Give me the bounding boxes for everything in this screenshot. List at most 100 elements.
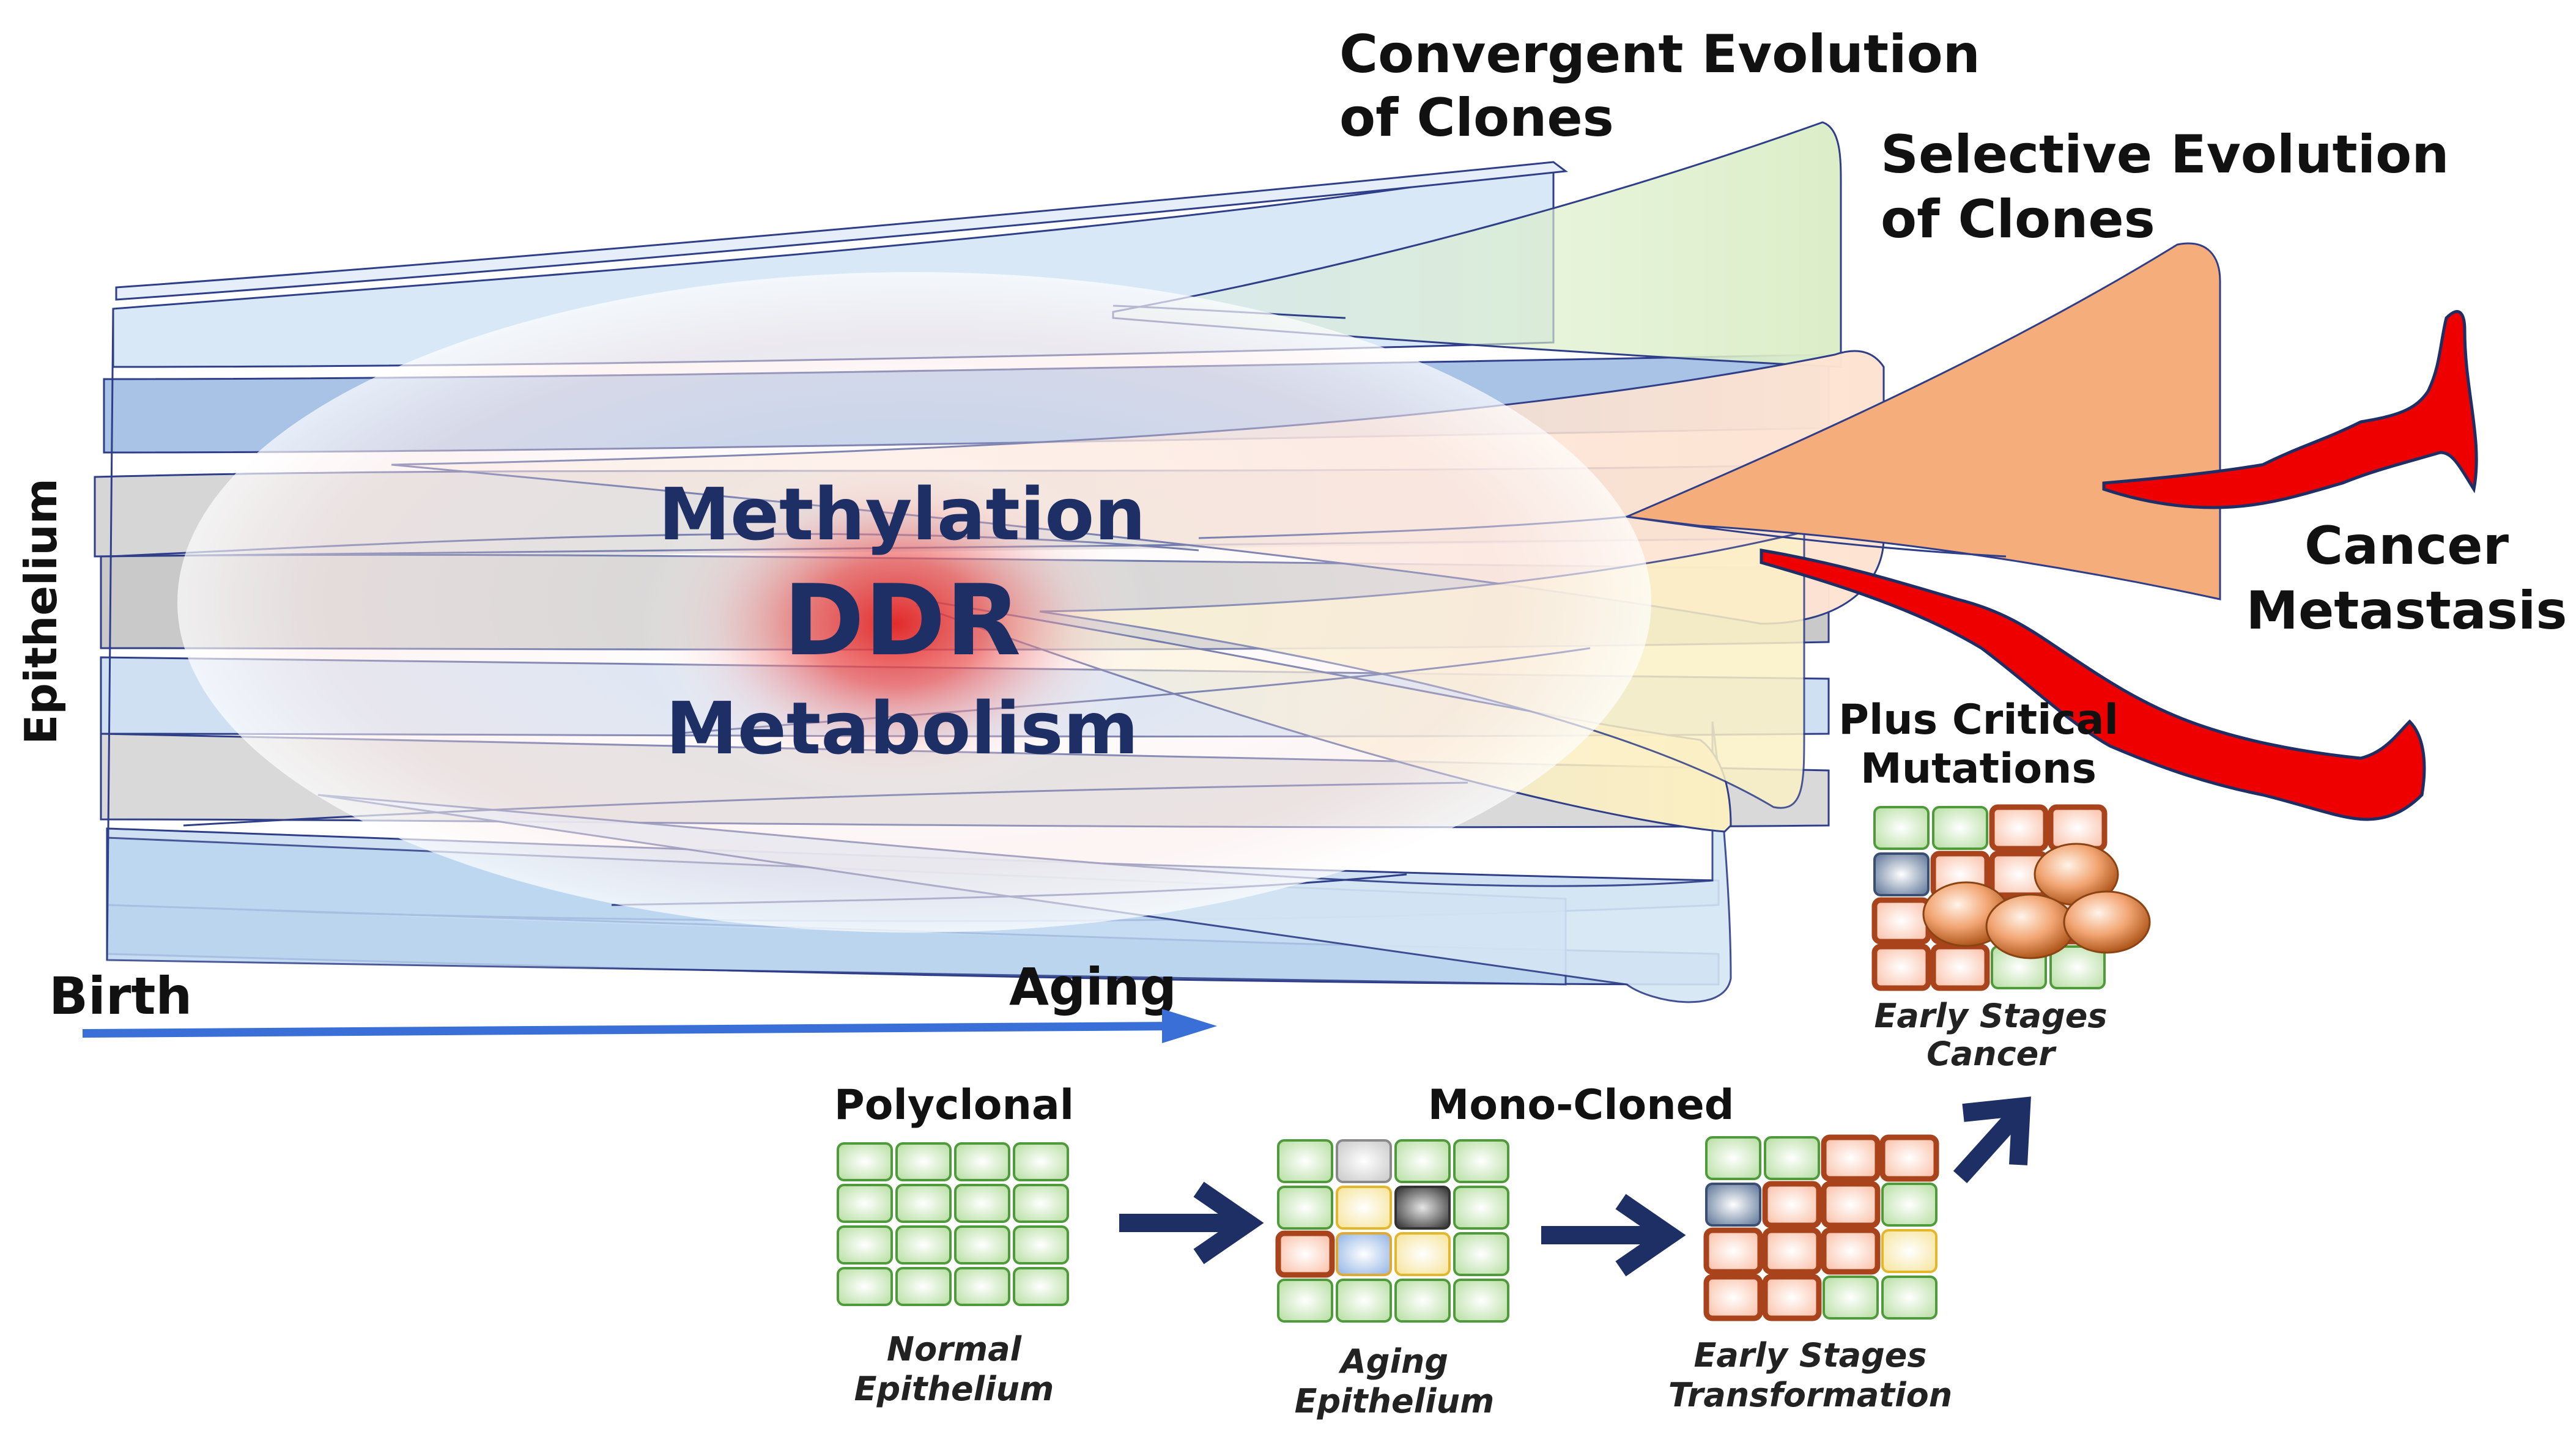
- core-methylation: Methylation: [659, 472, 1146, 556]
- epithelial-cell: [1764, 1136, 1820, 1180]
- epithelial-cell: [954, 1142, 1010, 1181]
- epithelial-cell: [1394, 1279, 1451, 1323]
- epithelial-cell: [837, 1267, 893, 1306]
- ddr-hotspot: [639, 446, 1153, 801]
- metastasis-stream-upper: [2102, 310, 2478, 509]
- orange-clone-wedge: [1623, 242, 2221, 600]
- epithelial-cell: [954, 1184, 1010, 1223]
- epithelial-cell: [1013, 1184, 1069, 1223]
- epithelial-cell: [1453, 1279, 1509, 1323]
- caption-cancer-2: Cancer: [1926, 1035, 2057, 1073]
- epithelial-cell: [1871, 943, 1931, 991]
- orange-wedge-inner-line: [1626, 515, 2007, 558]
- epithelial-cell: [837, 1225, 893, 1265]
- epithelial-cell: [1871, 897, 1931, 945]
- epithelial-cell: [1703, 1227, 1763, 1275]
- grid-aging-epithelium: [1275, 1139, 1509, 1323]
- lane-left-edge: [106, 308, 114, 961]
- epithelial-cell: [1821, 1227, 1881, 1275]
- core-metabolism: Metabolism: [665, 686, 1138, 770]
- epithelial-cell: [1703, 1274, 1763, 1321]
- label-epithelium: Epithelium: [15, 478, 67, 745]
- core-ddr: DDR: [783, 563, 1021, 678]
- epithelial-cell: [1394, 1186, 1451, 1230]
- label-metastasis-2: Metastasis: [2246, 580, 2567, 641]
- epithelial-cell: [1336, 1186, 1392, 1230]
- epithelial-cell: [1881, 1229, 1938, 1273]
- epithelial-cell: [1762, 1274, 1822, 1321]
- epithelial-cell: [1394, 1232, 1451, 1276]
- label-aging: Aging: [1009, 957, 1177, 1017]
- caption-normal-1: Normal: [887, 1330, 1023, 1368]
- caption-normal-2: Epithelium: [854, 1370, 1054, 1408]
- epithelial-cell: [1277, 1279, 1333, 1323]
- epithelial-cell: [1821, 1134, 1881, 1182]
- epithelial-cell: [1879, 1134, 1939, 1182]
- epithelial-cell: [954, 1267, 1010, 1306]
- label-birth: Birth: [49, 966, 192, 1026]
- epithelial-cell: [1453, 1232, 1509, 1276]
- label-convergent-1: Convergent Evolution: [1339, 24, 1980, 85]
- epithelial-cell: [1336, 1139, 1392, 1183]
- caption-cancer-1: Early Stages: [1874, 997, 2107, 1035]
- grid-normal-epithelium: [837, 1142, 1069, 1306]
- epithelial-cell: [1705, 1183, 1761, 1227]
- epithelial-cell: [1989, 804, 2049, 852]
- label-plus-critical-1: Plus Critical: [1838, 696, 2119, 744]
- epithelial-cell: [1823, 1276, 1879, 1320]
- epithelial-cell: [895, 1225, 952, 1265]
- epithelial-cell: [1821, 1181, 1881, 1228]
- epithelial-cell: [1881, 1183, 1938, 1227]
- epithelial-cell: [1394, 1139, 1451, 1183]
- epithelial-cell: [1932, 806, 1988, 850]
- epithelial-cell: [1277, 1186, 1333, 1230]
- caption-transform-1: Early Stages: [1693, 1336, 1926, 1375]
- label-selective-2: of Clones: [1881, 189, 2155, 250]
- tumor-cell: [2063, 890, 2151, 954]
- epithelial-cell: [1705, 1136, 1761, 1180]
- epithelial-cell: [1336, 1279, 1392, 1323]
- stage-arrow-1: [1119, 1181, 1264, 1265]
- aging-arrow-line: [82, 1022, 1175, 1038]
- epithelial-cell: [1275, 1230, 1335, 1278]
- caption-aging-2: Epithelium: [1295, 1382, 1495, 1420]
- lane-top-strip: [115, 161, 1568, 301]
- label-polyclonal: Polyclonal: [834, 1081, 1074, 1129]
- epithelial-cell: [954, 1225, 1010, 1265]
- epithelial-cell: [1336, 1232, 1392, 1276]
- label-convergent-2: of Clones: [1339, 87, 1614, 149]
- stage-arrow-3: [1953, 1096, 2031, 1184]
- label-mono-cloned: Mono-Cloned: [1428, 1081, 1734, 1129]
- epithelial-cell: [1762, 1227, 1822, 1275]
- epithelial-cell: [895, 1142, 952, 1181]
- epithelial-cell: [2049, 945, 2106, 989]
- epithelial-cell: [1013, 1142, 1069, 1181]
- label-metastasis-1: Cancer: [2304, 515, 2509, 577]
- label-selective-1: Selective Evolution: [1881, 124, 2449, 185]
- caption-transform-2: Transformation: [1668, 1376, 1952, 1414]
- caption-aging-1: Aging: [1338, 1342, 1448, 1381]
- epithelial-cell: [2048, 804, 2108, 852]
- tumor-cell: [1985, 893, 2076, 959]
- epithelial-cell: [895, 1267, 952, 1306]
- metastasis-stream-lower: [1760, 548, 2426, 821]
- tumor-cell-cluster: [1922, 843, 2151, 959]
- epithelial-cell: [1013, 1267, 1069, 1306]
- epithelial-cell: [837, 1142, 893, 1181]
- green-clone-wedge: [1112, 121, 1842, 368]
- grid-early-transformation: [1703, 1134, 1939, 1321]
- epithelial-cell: [1881, 1276, 1938, 1320]
- epithelial-cell: [1930, 943, 1990, 991]
- epithelial-cell: [895, 1184, 952, 1223]
- epithelial-cell: [1277, 1139, 1333, 1183]
- epithelial-cell: [1013, 1225, 1069, 1265]
- epithelial-cell: [1873, 806, 1930, 850]
- epithelial-cell: [1453, 1186, 1509, 1230]
- epithelial-cell: [1453, 1139, 1509, 1183]
- epithelial-cell: [1762, 1181, 1822, 1228]
- epithelial-cell: [837, 1184, 893, 1223]
- aging-arrow-head: [1162, 1009, 1217, 1043]
- stage-arrow-2: [1541, 1194, 1686, 1277]
- label-plus-critical-2: Mutations: [1860, 745, 2097, 793]
